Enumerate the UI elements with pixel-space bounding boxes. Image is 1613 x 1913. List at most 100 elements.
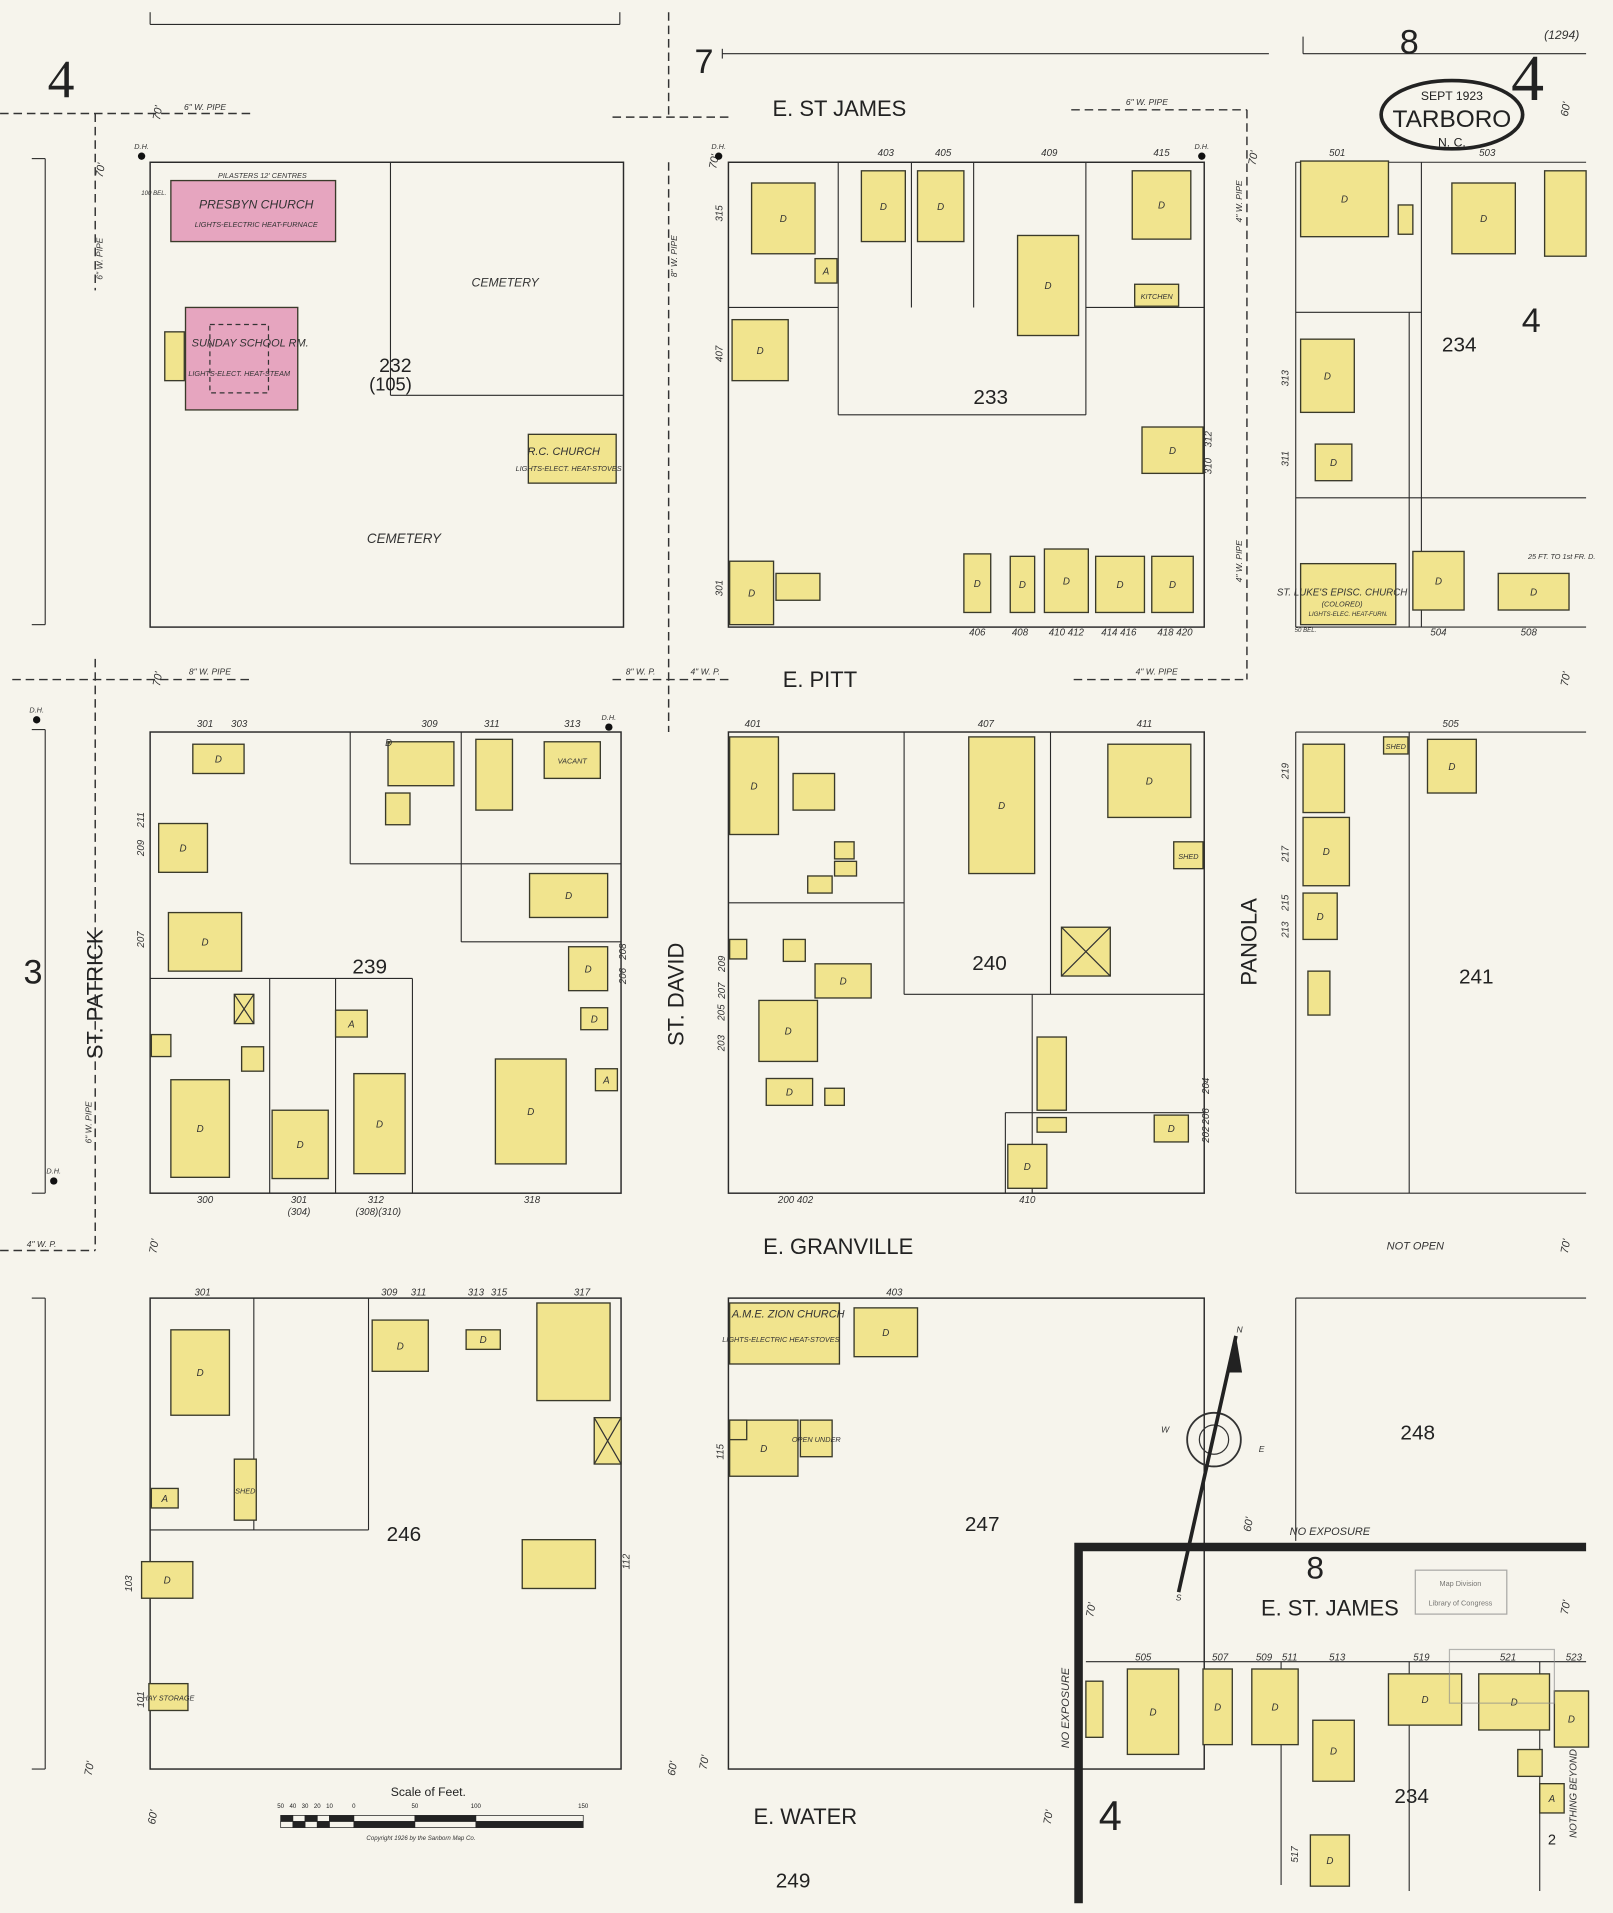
adjacent-sheet: 4 (1099, 1792, 1122, 1839)
building-label: D (1330, 458, 1337, 469)
building-label: D (1019, 580, 1026, 591)
cartouche-text: TARBORO (1392, 106, 1511, 133)
note: NO EXPOSURE (1290, 1526, 1371, 1538)
building-label: A (822, 267, 830, 278)
adjacent-sheet: 8 (1306, 1550, 1324, 1586)
water-pipe-label: 6" W. PIPE (95, 237, 105, 279)
building: SHED (1173, 841, 1204, 870)
building-label: A (602, 1075, 610, 1086)
building: D (916, 170, 965, 243)
address-number: 401 (745, 719, 761, 730)
building-label: D (757, 346, 764, 357)
building: A (1539, 1783, 1565, 1814)
building-label: D (1158, 201, 1165, 212)
compass-letter: W (1161, 1424, 1170, 1434)
street-name: E. PITT (783, 667, 857, 692)
building-label: D (1568, 1715, 1575, 1726)
utility-note: LIGHTS-ELEC. HEAT-FURN. (1309, 611, 1388, 618)
address-number: 217 (1280, 845, 1291, 863)
map-decorations: D.H.D.H.D.H.D.H.D.H.D.H.SEPT 1923TARBORO… (29, 78, 1555, 1842)
hydrant-label: D.H. (602, 713, 617, 722)
building-label: SHED (1178, 852, 1199, 861)
building (807, 875, 833, 894)
building: D (814, 963, 872, 999)
building (833, 841, 855, 860)
building-label: VACANT (558, 757, 588, 766)
building-label: D (880, 202, 887, 213)
church-name: PRESBYN CHURCH (199, 198, 314, 212)
building-label: D (785, 1027, 792, 1038)
building: D (170, 1329, 231, 1416)
copyright: Copyright 1926 by the Sanborn Map Co. (366, 1835, 475, 1842)
scale-title: Scale of Feet. (391, 1785, 466, 1799)
water-pipe-label: 8" W. P. (626, 667, 656, 677)
building: VACANT (543, 741, 601, 780)
hydrant-label: D.H. (29, 705, 44, 714)
address-number: 207 (717, 982, 728, 1000)
street-width: 70' (1084, 1601, 1098, 1618)
scale-tick: 50 (277, 1803, 284, 1810)
building-label: D (974, 579, 981, 590)
street-name: PANOLA (1237, 898, 1262, 986)
address-number: 103 (124, 1575, 135, 1592)
block-number-old: (105) (369, 373, 412, 394)
address-number: 311 (484, 719, 500, 730)
building-label: KITCHEN (1141, 292, 1174, 301)
address-number: 414 416 (1101, 628, 1137, 639)
address-number: 508 (1521, 628, 1538, 639)
fire-hydrant-icon (714, 152, 723, 160)
hydrant-label: D.H. (1194, 142, 1209, 151)
building-label: D (197, 1368, 204, 1379)
building-label: D (786, 1088, 793, 1099)
building: D (1299, 338, 1355, 414)
building-label: D (1480, 214, 1487, 225)
building (1085, 1680, 1104, 1738)
building-label: D (297, 1140, 304, 1151)
building: D (728, 560, 775, 626)
building (521, 1539, 597, 1590)
building (1517, 1748, 1543, 1778)
building: A (150, 1487, 179, 1509)
address-number: 208 (618, 943, 629, 961)
building: D (157, 822, 209, 873)
building: D (1426, 738, 1477, 794)
building: D (1553, 1690, 1590, 1748)
compass-letter: S (1176, 1593, 1182, 1603)
building-label: D (397, 1341, 404, 1352)
address-number: 513 (1329, 1652, 1346, 1663)
note: PILASTERS 12' CENTRES (218, 171, 307, 180)
building: D (758, 999, 819, 1063)
note: 50 BEL. (1295, 627, 1317, 634)
address-number: 310 (1204, 457, 1215, 474)
building-label: D (180, 844, 187, 855)
building (150, 1033, 172, 1058)
building (387, 741, 455, 787)
fire-hydrant-icon (1198, 152, 1206, 160)
water-pipe-label: 4" W. PIPE (1234, 180, 1244, 222)
sunday-school-inner (209, 323, 270, 394)
address-number: 405 (935, 148, 952, 159)
water-pipe-label: 4" W. P. (27, 1239, 57, 1249)
address-number: 209 (717, 955, 728, 973)
building: D (170, 1079, 231, 1178)
fire-hydrant-icon (50, 1177, 58, 1185)
street-width: 60' (146, 1808, 160, 1825)
building (240, 1046, 265, 1072)
adjacent-sheet: 3 (24, 953, 43, 991)
building-label: HAY STORAGE (142, 1694, 194, 1703)
address-number: 313 (468, 1288, 485, 1299)
address-number: 312 (368, 1195, 385, 1206)
hydrant-label: D.H. (134, 142, 149, 151)
scale-tick: 30 (302, 1803, 309, 1810)
address-number: (308)(310) (356, 1207, 402, 1218)
building-label: D (1326, 1856, 1333, 1867)
building (1036, 1116, 1068, 1133)
building: D (494, 1058, 567, 1165)
building: D (728, 736, 780, 836)
block-number: 248 (1400, 1422, 1435, 1445)
street-width: 60' (666, 1760, 680, 1777)
inset-border (1074, 1542, 1587, 1904)
building: D (1309, 1834, 1351, 1887)
church-name: R.C. CHURCH (527, 446, 600, 458)
